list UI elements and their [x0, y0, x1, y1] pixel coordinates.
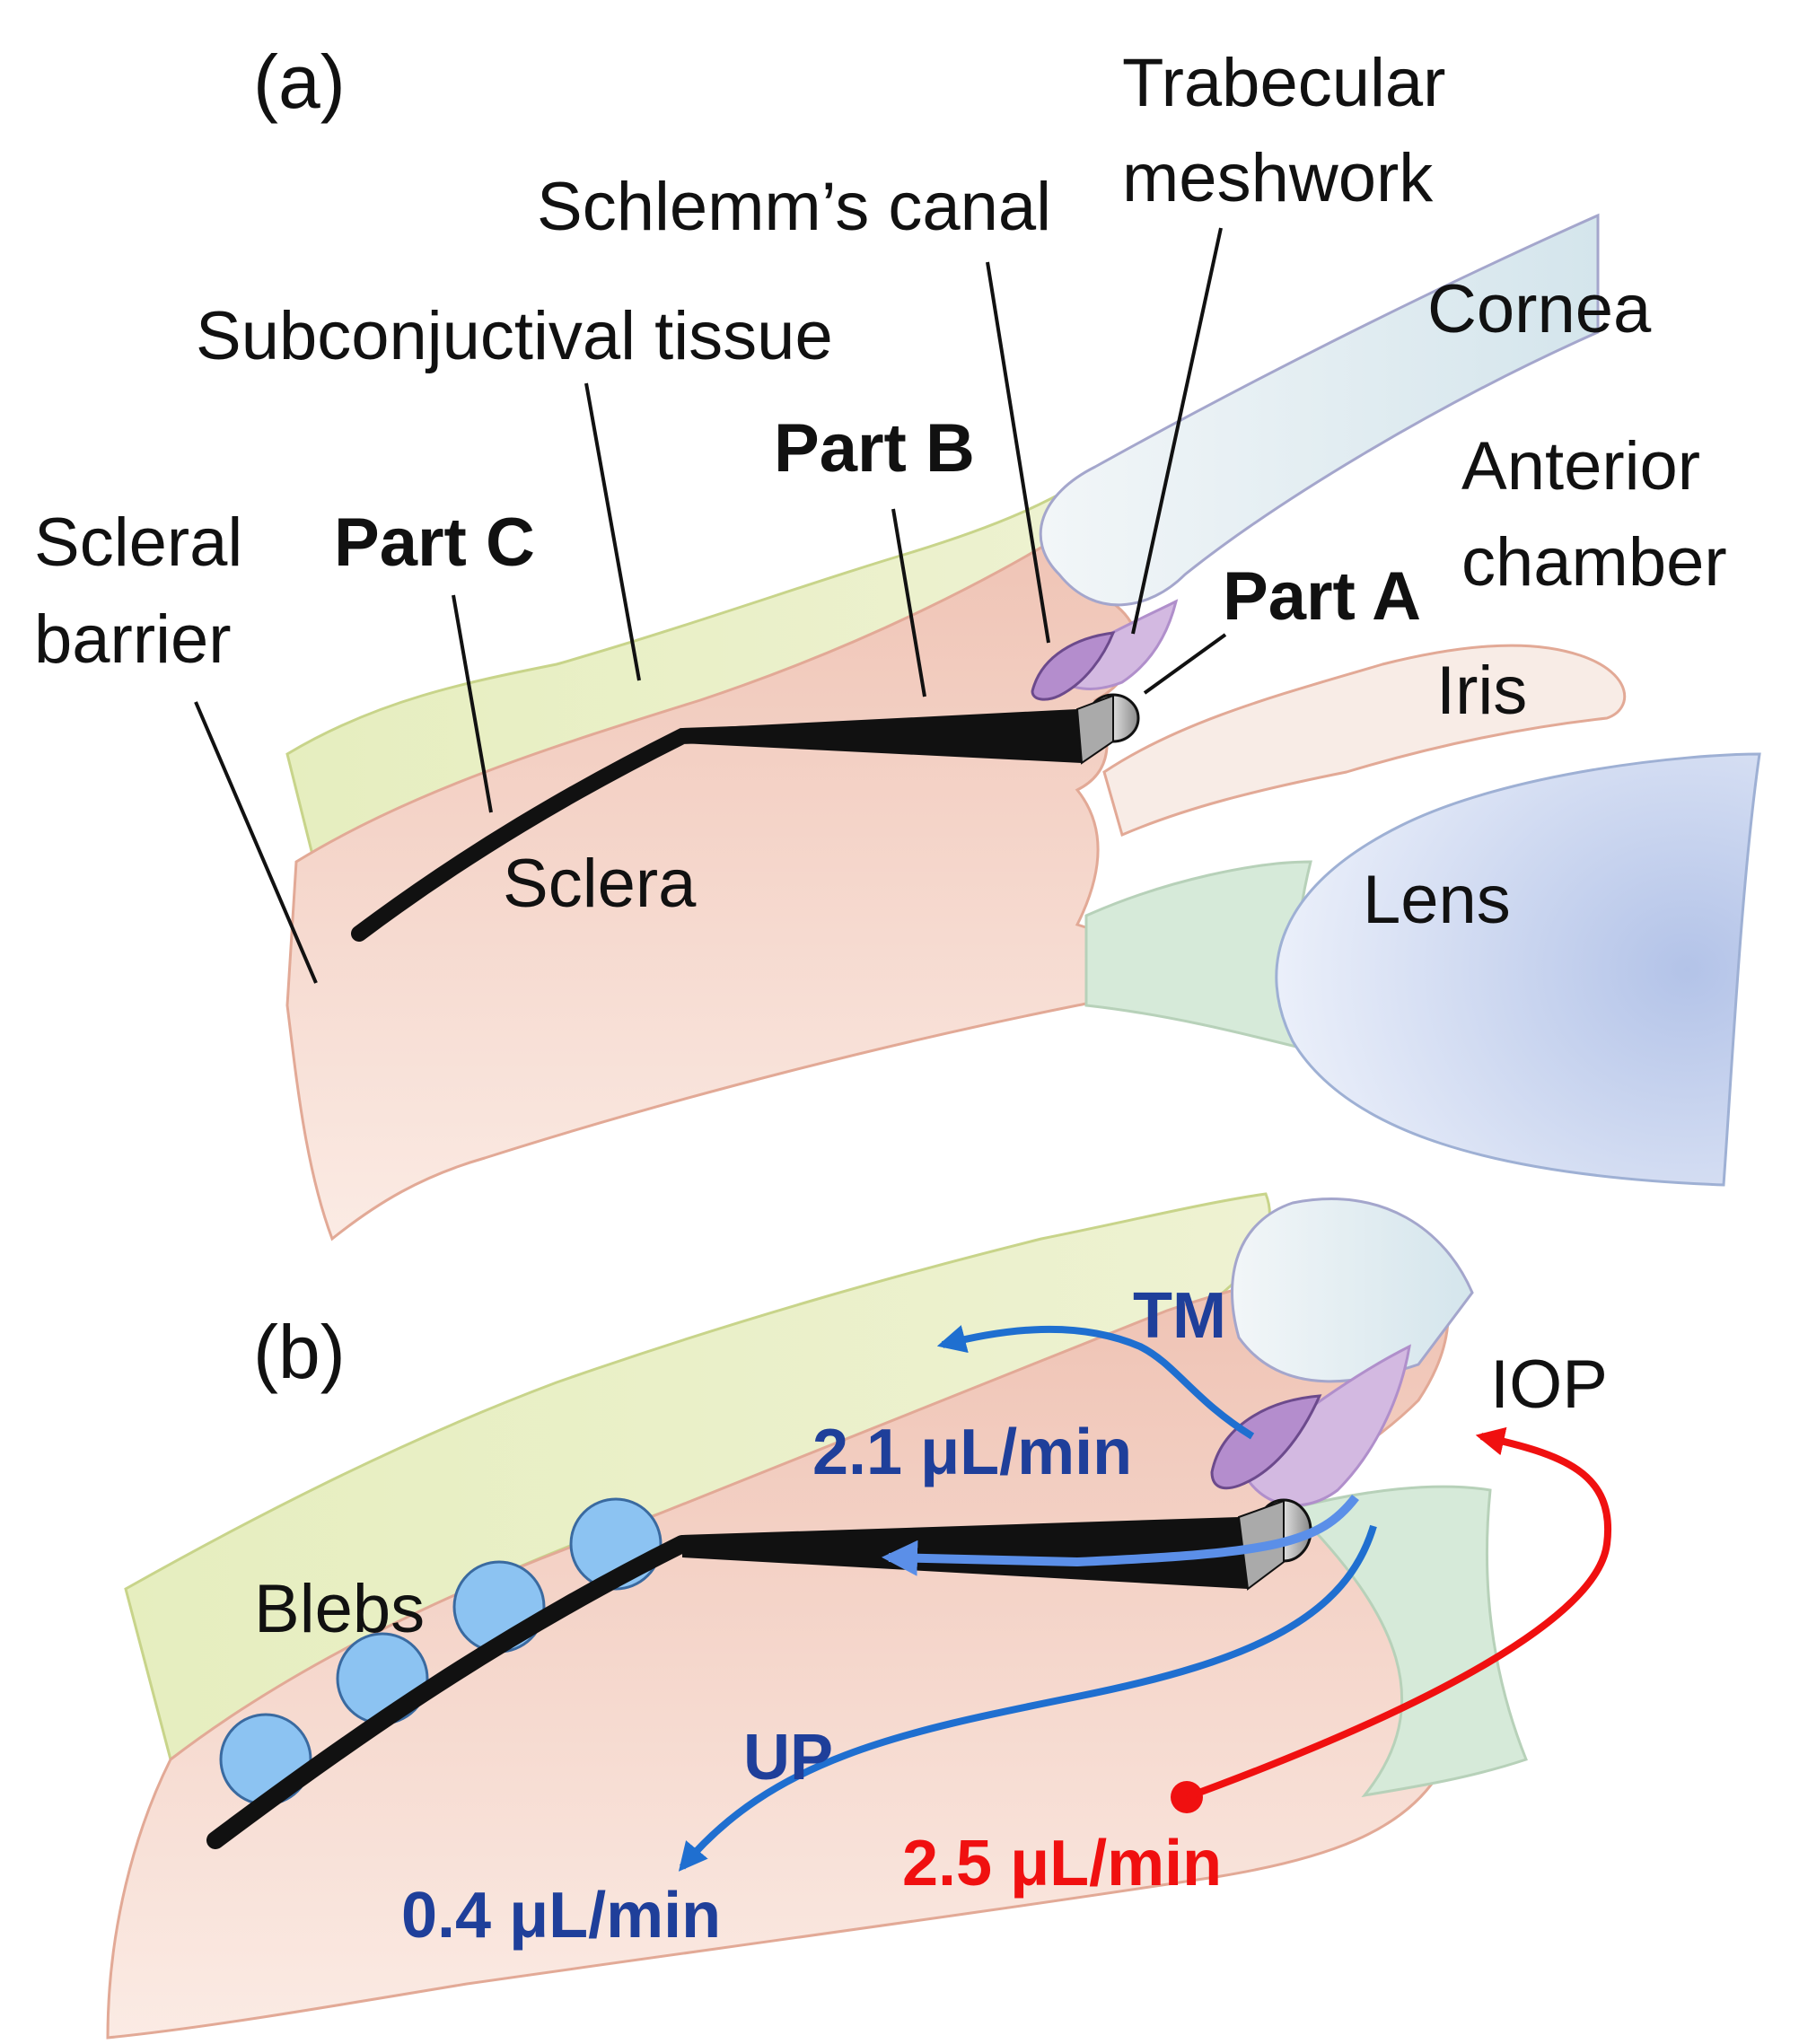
label-anterior-line1: Anterior	[1461, 428, 1700, 504]
label-iop-rate: 2.5 μL/min	[902, 1828, 1222, 1899]
panel-label-b: (b)	[253, 1310, 346, 1394]
label-tm-rate: 2.1 μL/min	[812, 1417, 1132, 1488]
iris	[1102, 644, 1627, 838]
label-part-b: Part B	[774, 410, 975, 487]
leader-trabecular	[1131, 227, 1223, 635]
label-subconjunctival: Subconjuctival tissue	[196, 298, 833, 374]
leader-part-b	[891, 508, 926, 697]
label-part-a: Part A	[1223, 558, 1421, 635]
drainage-tube-tip-edge	[1075, 694, 1114, 765]
sclera	[285, 500, 1138, 1241]
drainage-tube-body-b	[682, 1517, 1248, 1589]
label-cornea: Cornea	[1427, 271, 1652, 347]
label-part-c: Part C	[334, 504, 535, 581]
label-up: UP	[743, 1722, 833, 1794]
tm-flow-arrow	[936, 1325, 1255, 1440]
label-trabecular-line2: meshwork	[1122, 140, 1434, 216]
label-iop: IOP	[1490, 1347, 1608, 1423]
label-schlemms-canal: Schlemm’s canal	[537, 169, 1051, 245]
tube-flow-arrow	[882, 1494, 1359, 1576]
label-tm: TM	[1133, 1280, 1226, 1352]
panel-a: (a) Trabecular meshwork Schlemm’s canal …	[34, 39, 1761, 1241]
drainage-tube-b	[206, 1535, 691, 1849]
cornea-b	[1231, 1197, 1474, 1383]
label-scleral-line1: Scleral	[34, 504, 242, 581]
leader-schlemm	[986, 261, 1050, 644]
leader-part-c	[452, 594, 493, 813]
panel-label-a: (a)	[253, 39, 346, 124]
leader-part-a	[1143, 633, 1227, 695]
label-iris: Iris	[1436, 653, 1527, 729]
iris-band-b	[1290, 1485, 1528, 1798]
leader-scleral-barrier	[194, 701, 318, 984]
label-trabecular-line1: Trabecular	[1122, 45, 1445, 121]
label-up-rate: 0.4 μL/min	[401, 1880, 721, 1952]
drainage-tube-body	[682, 709, 1082, 763]
iop-flow-arrow	[1185, 1426, 1612, 1801]
label-scleral-line2: barrier	[34, 601, 232, 678]
schlemms-canal	[1031, 631, 1116, 701]
panel-b: (b) TM 2.1 μL/min IOP Blebs UP 0.4 μL/mi…	[106, 1192, 1612, 2040]
leader-subconj	[584, 382, 641, 681]
cornea	[1039, 213, 1600, 607]
label-blebs: Blebs	[254, 1571, 425, 1647]
up-flow-arrow	[678, 1524, 1377, 1872]
lens	[1275, 752, 1761, 1187]
label-sclera: Sclera	[503, 846, 697, 922]
label-lens: Lens	[1363, 862, 1511, 938]
drainage-tube	[351, 715, 1085, 942]
label-anterior-line2: chamber	[1461, 524, 1727, 601]
